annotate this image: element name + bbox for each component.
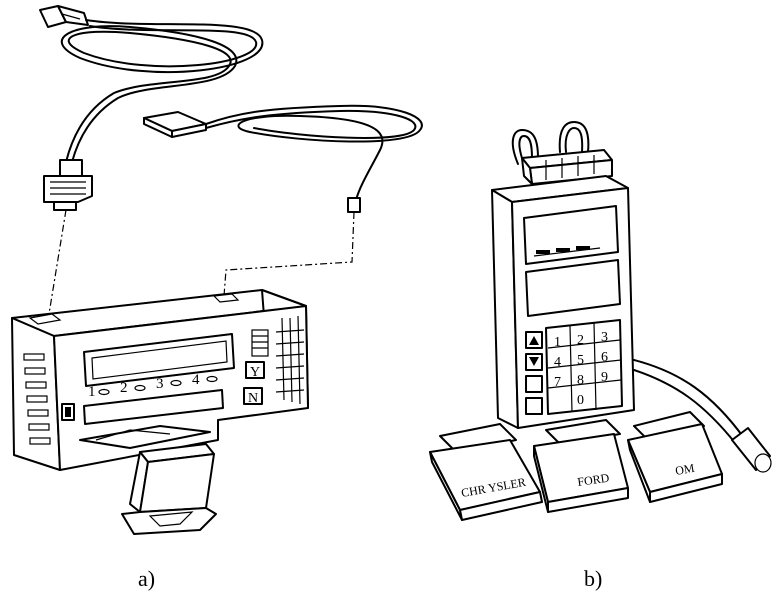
- cartridge-label-ford: FORD: [576, 471, 610, 489]
- display-number-1: 1: [88, 384, 96, 400]
- guide-line-left: [47, 209, 67, 321]
- side-key-y: Y: [250, 365, 260, 380]
- top-connector-plug: [39, 5, 89, 28]
- cable-loop-right: [205, 104, 423, 213]
- side-cable: [633, 359, 772, 473]
- guide-line-right: [223, 211, 355, 297]
- display-number-3: 3: [156, 376, 164, 392]
- cartridge-label-om: OM: [674, 461, 696, 478]
- cartridge-om: [627, 411, 723, 503]
- cartridge-module-a: [121, 443, 217, 535]
- keypad-key-4: 4: [554, 355, 561, 370]
- caption-b: b): [584, 566, 602, 591]
- cartridge-ford: [533, 419, 629, 513]
- keypad-key-9: 9: [601, 370, 608, 385]
- display-number-4: 4: [192, 372, 200, 388]
- keypad-key-3: 3: [601, 330, 608, 345]
- keypad-key-1: 1: [554, 335, 561, 350]
- top-cable-loops: [511, 121, 590, 165]
- keypad-key-6: 6: [601, 350, 608, 365]
- tester-b-body: [491, 175, 635, 429]
- keypad-key-0: 0: [577, 393, 584, 408]
- keypad-key-8: 8: [577, 373, 584, 388]
- tester-a-group: 1 2 3 4 Y N: [11, 5, 423, 535]
- display-number-2: 2: [120, 380, 128, 396]
- side-key-n: N: [248, 391, 258, 406]
- tester-a-body: [11, 289, 309, 471]
- keypad-key-2: 2: [577, 333, 584, 348]
- caption-a: a): [138, 566, 155, 591]
- adapter-plug-flat: [143, 111, 207, 138]
- cable-loop-upper: [60, 19, 264, 163]
- keypad-key-5: 5: [577, 353, 584, 368]
- tester-b-group: 1 2 3 4 5 6 7 8 9 0: [429, 121, 772, 521]
- cartridge-chrysler: [429, 423, 543, 521]
- keypad-key-7: 7: [554, 375, 561, 390]
- cable-plug-lower: [43, 159, 93, 211]
